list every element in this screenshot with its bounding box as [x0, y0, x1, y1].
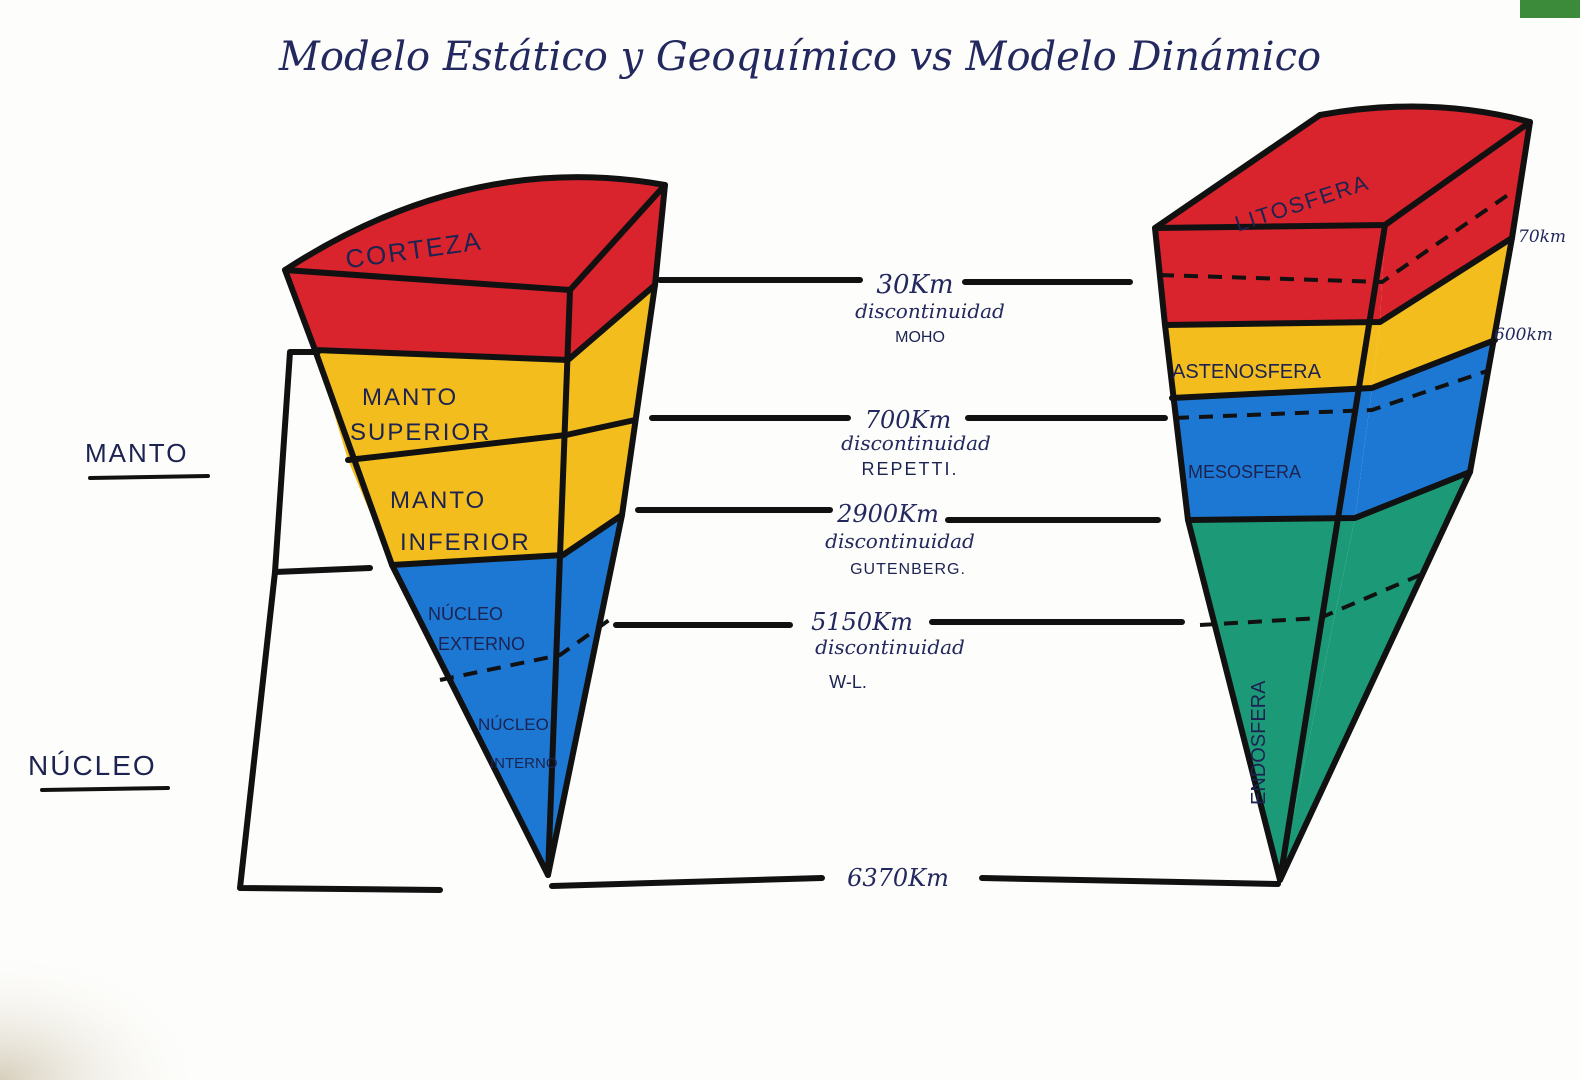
left-lower-mantle-front — [348, 435, 566, 565]
nucleo-interno-label-2: INTERNO — [490, 755, 558, 772]
left-crust-edge — [282, 182, 668, 878]
left-cone — [282, 174, 668, 878]
left-upper-mantle-front — [315, 350, 568, 460]
nucleo-externo-label-2: EXTERNO — [438, 634, 525, 654]
moho-depth: 30Km — [876, 270, 953, 300]
manto-group-label: MANTO — [85, 438, 188, 468]
left-crust-top — [285, 177, 665, 290]
gutenberg-name: GUTENBERG. — [850, 561, 966, 578]
moho-line — [657, 277, 1133, 285]
left-inner-core-boundary — [439, 616, 614, 682]
astenosfera-label: ASTENOSFERA — [1172, 361, 1322, 383]
wl-type: discontinuidad — [815, 635, 965, 659]
left-mantle-side — [563, 285, 655, 555]
manto-bracket — [272, 349, 373, 575]
right-litho-edge — [1152, 119, 1533, 883]
right-meso-bottom-line — [1185, 469, 1473, 523]
left-crust-bottom-line — [312, 282, 658, 363]
left-crust-front — [285, 270, 570, 360]
diagram-title: Modelo Estático y Geoquímico vs Modelo D… — [278, 34, 1321, 80]
depth-600km-label: 600km — [1494, 325, 1553, 345]
moho-name: MOHO — [895, 329, 945, 346]
depth-70km-label: 70km — [1518, 227, 1566, 247]
gutenberg-depth: 2900Km — [836, 500, 939, 528]
right-astheno-side — [1372, 238, 1512, 388]
left-cone-outline — [282, 174, 668, 878]
nucleo-interno-label-1: NÚCLEO — [478, 715, 549, 734]
background-grass-corner — [1520, 0, 1580, 18]
right-litho-bottom-line — [1162, 235, 1515, 328]
discontinuity-lines — [549, 277, 1281, 889]
repetti-name: REPETTI. — [861, 459, 958, 479]
right-dash-700 — [1174, 368, 1491, 420]
left-core-front — [392, 555, 563, 875]
manto-superior-label-1: MANTO — [362, 384, 458, 411]
manto-superior-label-2: SUPERIOR — [350, 419, 491, 446]
wl-name: W-L. — [829, 672, 867, 692]
nucleo-group-label: NÚCLEO — [28, 750, 157, 781]
endosfera-label: ENDOSFERA — [1248, 680, 1270, 805]
right-dash-70 — [1159, 188, 1517, 285]
right-cone — [1152, 103, 1533, 883]
right-litho-top — [1155, 106, 1530, 228]
wl-depth: 5150Km — [811, 608, 913, 636]
moho-type: discontinuidad — [855, 299, 1005, 323]
repetti-depth: 700Km — [865, 406, 952, 434]
right-endo-front — [1188, 518, 1355, 880]
manto-inferior-label-1: MANTO — [390, 487, 486, 514]
gutenberg-line — [635, 507, 1161, 523]
center-depth: 6370Km — [847, 864, 949, 892]
manto-underline — [88, 474, 210, 480]
wl-line — [613, 619, 1185, 628]
mesosfera-label: MESOSFERA — [1188, 462, 1301, 482]
center-line — [549, 875, 1281, 889]
manto-inferior-label-2: INFERIOR — [400, 529, 531, 556]
right-litho-front — [1155, 225, 1385, 325]
gutenberg-type: discontinuidad — [825, 529, 975, 553]
right-astheno-front — [1165, 322, 1380, 398]
repetti-type: discontinuidad — [841, 431, 991, 455]
nucleo-bracket — [237, 569, 443, 893]
left-crust-side — [568, 185, 665, 360]
right-dash-5150 — [1199, 573, 1421, 627]
left-lower-mantle-line — [389, 512, 625, 568]
nucleo-externo-label-1: NÚCLEO — [428, 603, 503, 624]
nucleo-underline — [40, 786, 170, 792]
right-litho-side — [1380, 122, 1530, 322]
right-astheno-bottom-line — [1169, 337, 1498, 401]
left-upper-mantle-line — [345, 417, 638, 463]
right-meso-front — [1172, 388, 1372, 520]
